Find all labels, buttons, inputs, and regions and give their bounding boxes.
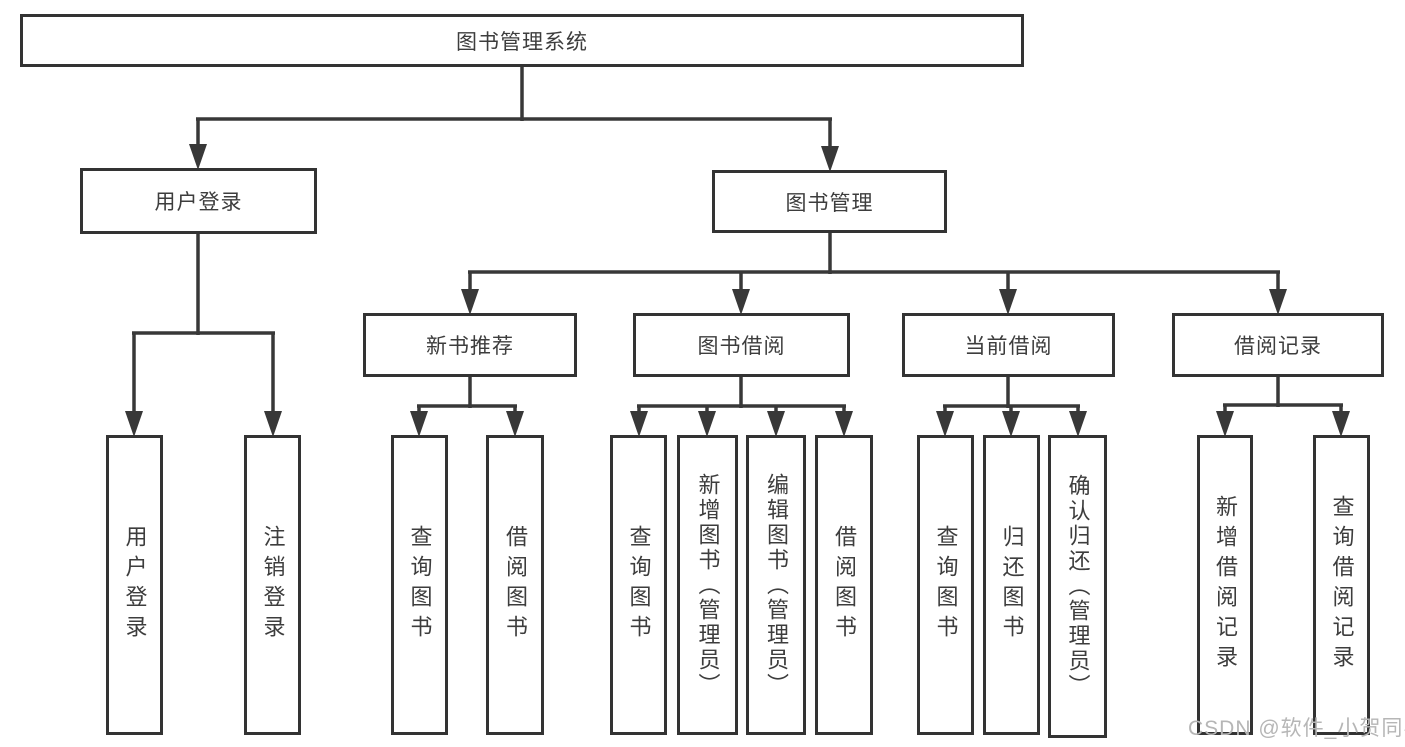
node-library-management-system: 图书管理系统 [20, 14, 1024, 67]
leaf-borrow-books-recommend: 借阅图书 [486, 435, 544, 735]
leaf-add-borrow-record: 新增借阅记录 [1197, 435, 1253, 735]
node-user-login-branch: 用户登录 [80, 168, 317, 234]
node-new-book-recommend: 新书推荐 [363, 313, 577, 377]
node-book-borrow: 图书借阅 [633, 313, 850, 377]
leaf-logout: 注销登录 [244, 435, 301, 735]
node-borrow-records: 借阅记录 [1172, 313, 1384, 377]
csdn-watermark: CSDN @软件_小贺同学 [1188, 717, 1405, 740]
leaf-query-borrow-record: 查询借阅记录 [1313, 435, 1370, 735]
leaf-confirm-return-admin: 确认归还（管理员） [1048, 435, 1107, 738]
leaf-query-books-recommend: 查询图书 [391, 435, 448, 735]
node-book-management-branch: 图书管理 [712, 170, 947, 233]
leaf-user-login: 用户登录 [106, 435, 163, 735]
leaf-edit-book-admin: 编辑图书（管理员） [746, 435, 806, 735]
leaf-add-book-admin: 新增图书（管理员） [677, 435, 738, 735]
leaf-return-book: 归还图书 [983, 435, 1040, 735]
leaf-query-books-borrow: 查询图书 [610, 435, 667, 735]
node-current-borrow: 当前借阅 [902, 313, 1115, 377]
leaf-borrow-books: 借阅图书 [815, 435, 873, 735]
leaf-query-books-current: 查询图书 [917, 435, 974, 735]
